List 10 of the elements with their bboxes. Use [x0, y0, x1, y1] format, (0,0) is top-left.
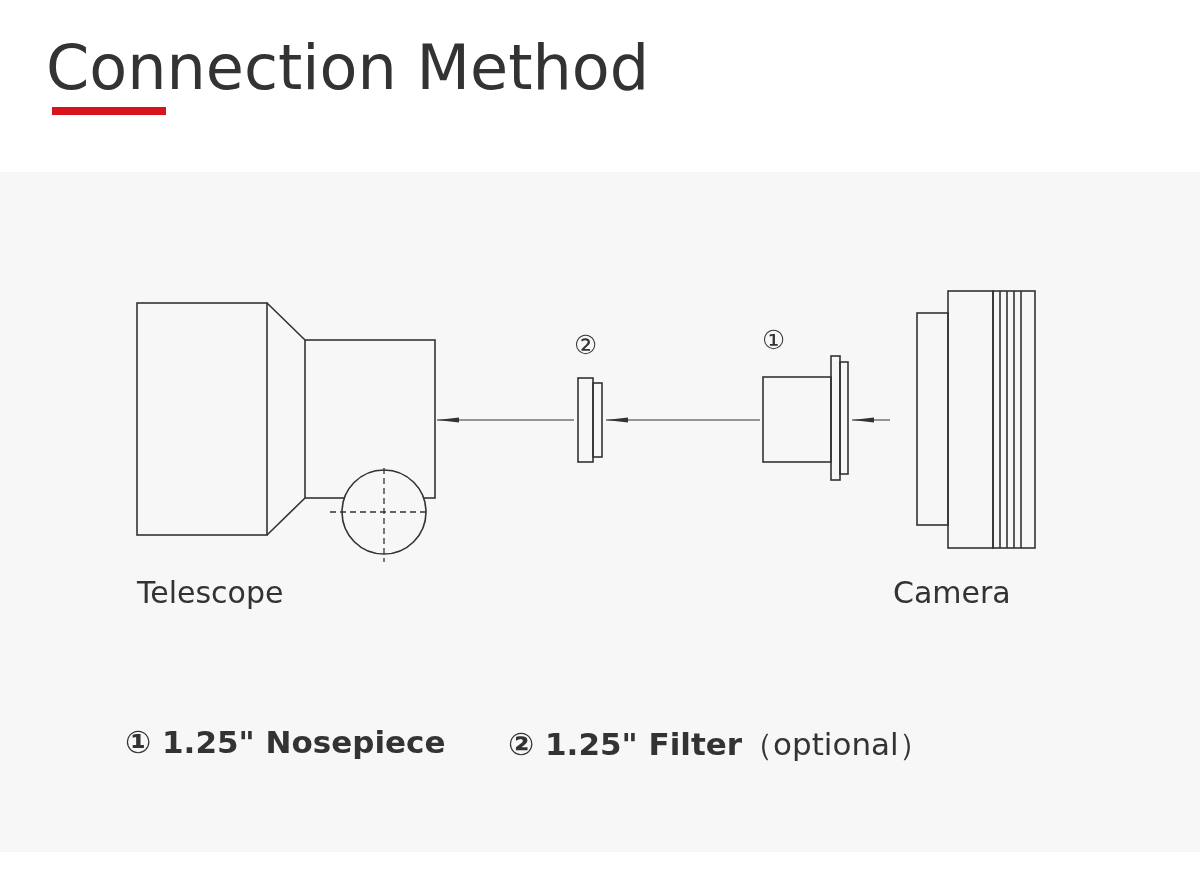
title: Connection Method — [46, 30, 650, 106]
camera-label: Camera — [893, 576, 1011, 609]
legend-note: ① 1.25" Nosepiece — [125, 724, 446, 760]
arrow — [851, 417, 891, 423]
arrow — [605, 417, 761, 423]
callout-number: ② — [574, 331, 598, 360]
callout-number: ① — [762, 326, 786, 355]
telescope-label: Telescope — [137, 576, 284, 609]
arrow — [436, 417, 575, 423]
legend-note: ② 1.25" Filter（optional） — [508, 725, 930, 764]
